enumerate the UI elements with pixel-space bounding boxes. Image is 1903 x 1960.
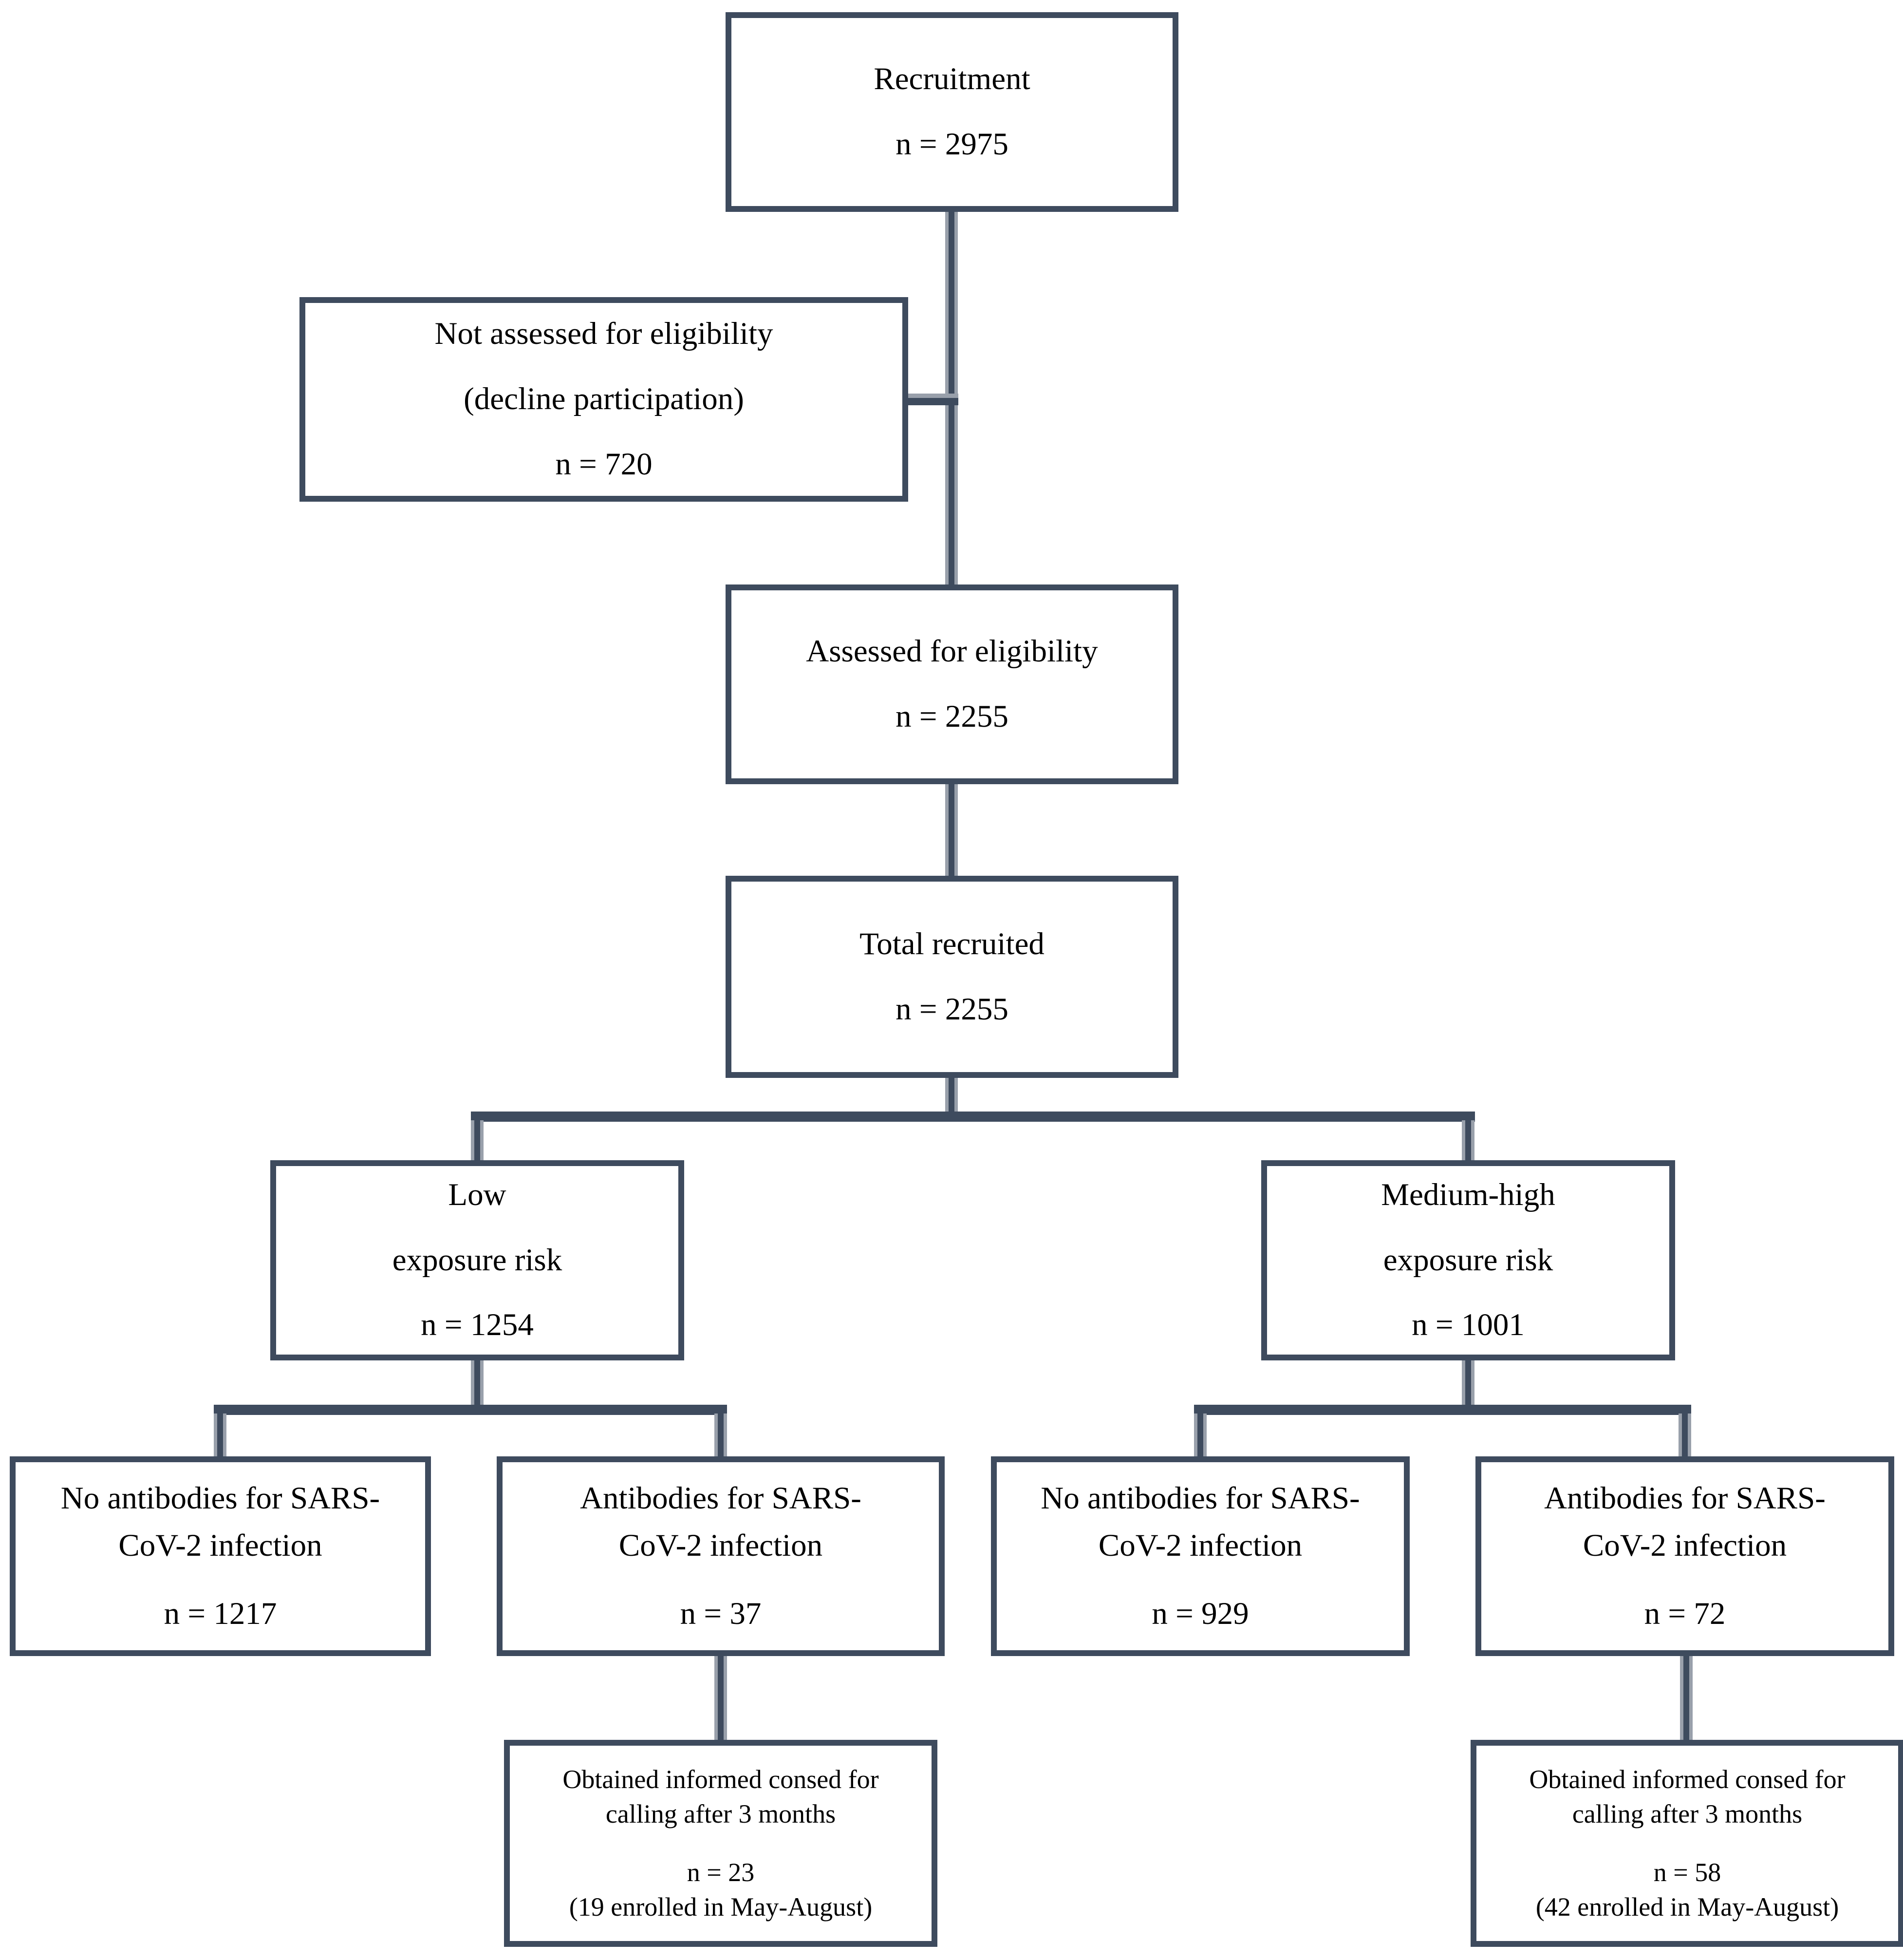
branch-line-low-split: [214, 1405, 727, 1415]
node-recruitment: Recruitment n = 2975: [726, 12, 1178, 212]
node-not-assessed: Not assessed for eligibility (decline pa…: [299, 297, 908, 502]
node-mh-no-antibodies-label-1: No antibodies for SARS-: [1041, 1480, 1360, 1516]
node-not-assessed-reason: (decline participation): [464, 381, 744, 417]
node-low-consent-count: n = 23: [687, 1857, 755, 1887]
node-low-count: n = 1254: [421, 1307, 534, 1343]
connector-mh-antibodies-to-consent: [1680, 1655, 1693, 1741]
node-medium-high-exposure-risk: Medium-high exposure risk n = 1001: [1261, 1160, 1675, 1360]
node-low-consent: Obtained informed consed for calling aft…: [504, 1740, 937, 1947]
node-low-antibodies-count: n = 37: [680, 1596, 762, 1631]
node-mh-antibodies: Antibodies for SARS- CoV-2 infection n =…: [1475, 1456, 1894, 1656]
connector-drop-low-risk: [471, 1120, 484, 1161]
node-recruitment-count: n = 2975: [896, 127, 1008, 162]
node-low-label-2: exposure risk: [392, 1242, 562, 1278]
node-assessed-count: n = 2255: [896, 699, 1008, 734]
node-medium-high-label-2: exposure risk: [1383, 1242, 1553, 1278]
connector-drop-low-antibodies: [714, 1413, 727, 1457]
connector-low-antibodies-to-consent: [714, 1655, 727, 1741]
node-low-consent-note: (19 enrolled in May-August): [569, 1892, 873, 1922]
node-low-consent-label-1: Obtained informed consed for: [562, 1764, 879, 1794]
node-mh-antibodies-label-1: Antibodies for SARS-: [1544, 1480, 1826, 1516]
node-medium-high-count: n = 1001: [1412, 1307, 1525, 1343]
branch-line-medium-high-split: [1194, 1405, 1691, 1415]
node-mh-consent-label-2: calling after 3 months: [1572, 1799, 1803, 1829]
node-total-recruited: Total recruited n = 2255: [726, 876, 1178, 1078]
node-mh-antibodies-label-2: CoV-2 infection: [1583, 1528, 1787, 1564]
node-recruitment-label: Recruitment: [874, 61, 1030, 97]
node-low-label-1: Low: [448, 1177, 506, 1212]
node-mh-no-antibodies: No antibodies for SARS- CoV-2 infection …: [991, 1456, 1410, 1656]
node-mh-consent-label-1: Obtained informed consed for: [1529, 1764, 1846, 1794]
connector-drop-mh-antibodies: [1679, 1413, 1691, 1457]
node-not-assessed-label: Not assessed for eligibility: [434, 316, 773, 352]
connector-low-to-branch: [471, 1359, 484, 1410]
node-low-no-antibodies-label-2: CoV-2 infection: [118, 1528, 322, 1564]
connector-drop-medium-high-risk: [1462, 1120, 1474, 1161]
node-low-no-antibodies: No antibodies for SARS- CoV-2 infection …: [10, 1456, 431, 1656]
node-medium-high-label-1: Medium-high: [1381, 1177, 1555, 1212]
node-total-label: Total recruited: [859, 926, 1045, 961]
node-not-assessed-count: n = 720: [555, 446, 653, 482]
node-low-antibodies-label-1: Antibodies for SARS-: [580, 1480, 861, 1516]
connector-assessed-to-total: [945, 783, 958, 877]
node-mh-consent-count: n = 58: [1653, 1857, 1721, 1887]
node-mh-no-antibodies-label-2: CoV-2 infection: [1098, 1528, 1303, 1564]
node-mh-consent: Obtained informed consed for calling aft…: [1471, 1740, 1903, 1947]
node-assessed: Assessed for eligibility n = 2255: [726, 584, 1178, 784]
node-low-antibodies: Antibodies for SARS- CoV-2 infection n =…: [497, 1456, 945, 1656]
connector-drop-low-no-antibodies: [214, 1413, 226, 1457]
branch-line-risk-split: [471, 1112, 1475, 1122]
node-mh-consent-note: (42 enrolled in May-August): [1535, 1892, 1839, 1922]
node-mh-antibodies-count: n = 72: [1644, 1596, 1726, 1631]
connector-drop-mh-no-antibodies: [1194, 1413, 1207, 1457]
node-low-antibodies-label-2: CoV-2 infection: [618, 1528, 823, 1564]
node-low-no-antibodies-label-1: No antibodies for SARS-: [60, 1480, 380, 1516]
connector-not-assessed-elbow: [908, 394, 958, 405]
node-low-consent-label-2: calling after 3 months: [605, 1799, 836, 1829]
node-total-count: n = 2255: [896, 991, 1008, 1027]
node-low-no-antibodies-count: n = 1217: [164, 1596, 277, 1631]
connector-medium-high-to-branch: [1462, 1359, 1474, 1410]
node-assessed-label: Assessed for eligibility: [806, 634, 1098, 669]
node-low-exposure-risk: Low exposure risk n = 1254: [270, 1160, 684, 1360]
node-mh-no-antibodies-count: n = 929: [1152, 1596, 1249, 1631]
